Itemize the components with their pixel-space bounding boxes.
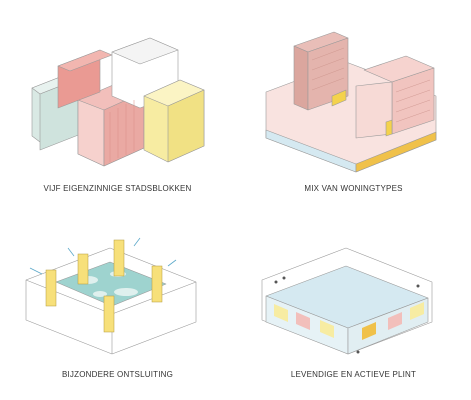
caption: LEVENDIGE EN ACTIEVE PLINT xyxy=(290,370,417,379)
caption: BIJZONDERE ONTSLUITING xyxy=(61,370,174,379)
plinth-right xyxy=(355,131,437,173)
tower-rose xyxy=(293,45,309,111)
caption: MIX VAN WONINGTYPES xyxy=(304,184,403,193)
core-5 xyxy=(103,295,115,333)
panel-ontsluiting: BIJZONDERE ONTSLUITING xyxy=(0,200,235,400)
core-1 xyxy=(45,269,57,307)
panel-woningtypes: MIX VAN WONINGTYPES xyxy=(236,0,471,200)
diagram-ontsluiting xyxy=(25,237,197,355)
panel-plint: LEVENDIGE EN ACTIEVE PLINT xyxy=(236,200,471,400)
caption: VIJF EIGENZINNIGE STADSBLOKKEN xyxy=(43,184,192,193)
panel-stadsblokken: VIJF EIGENZINNIGE STADSBLOKKEN xyxy=(0,0,235,200)
diagram-plint xyxy=(261,247,433,355)
core-2 xyxy=(77,253,89,285)
core-3 xyxy=(113,239,125,277)
diagram-woningtypes xyxy=(265,31,437,173)
diagram-stadsblokken xyxy=(31,37,205,167)
core-4 xyxy=(151,265,163,303)
